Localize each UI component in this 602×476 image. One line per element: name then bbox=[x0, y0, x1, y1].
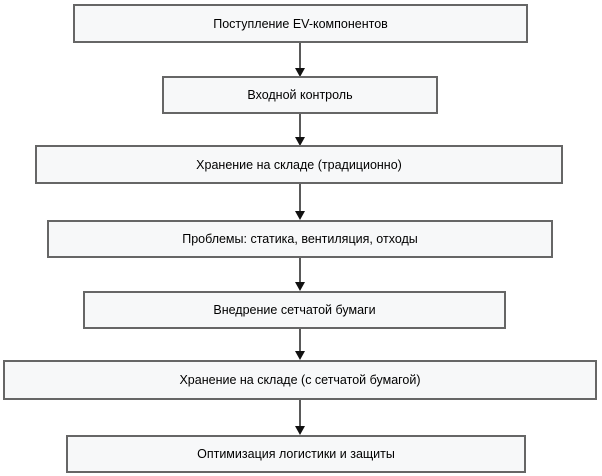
arrow-down-icon bbox=[295, 68, 305, 77]
connector-4-5 bbox=[295, 258, 305, 291]
flow-node-incoming-inspection: Входной контроль bbox=[162, 76, 438, 114]
flow-node-ev-components-arrival: Поступление EV-компонентов bbox=[73, 4, 528, 43]
arrow-down-icon bbox=[295, 426, 305, 435]
arrow-down-icon bbox=[295, 137, 305, 146]
flow-node-mesh-paper-introduction: Внедрение сетчатой бумаги bbox=[83, 291, 506, 329]
connector-5-6 bbox=[295, 329, 305, 360]
flow-node-mesh-paper-storage: Хранение на складе (с сетчатой бумагой) bbox=[3, 360, 597, 400]
flow-node-problems-static-ventilation-waste: Проблемы: статика, вентиляция, отходы bbox=[47, 220, 553, 258]
connector-3-4 bbox=[295, 184, 305, 220]
arrow-line bbox=[299, 114, 301, 137]
arrow-down-icon bbox=[295, 282, 305, 291]
arrow-down-icon bbox=[295, 351, 305, 360]
arrow-line bbox=[299, 184, 301, 211]
arrow-line bbox=[299, 329, 301, 351]
connector-2-3 bbox=[295, 114, 305, 146]
flow-node-traditional-storage: Хранение на складе (традиционно) bbox=[35, 145, 563, 184]
flow-node-logistics-optimization: Оптимизация логистики и защиты bbox=[66, 435, 526, 473]
connector-6-7 bbox=[295, 400, 305, 435]
arrow-down-icon bbox=[295, 211, 305, 220]
connector-1-2 bbox=[295, 43, 305, 77]
arrow-line bbox=[299, 400, 301, 426]
arrow-line bbox=[299, 43, 301, 68]
arrow-line bbox=[299, 258, 301, 282]
